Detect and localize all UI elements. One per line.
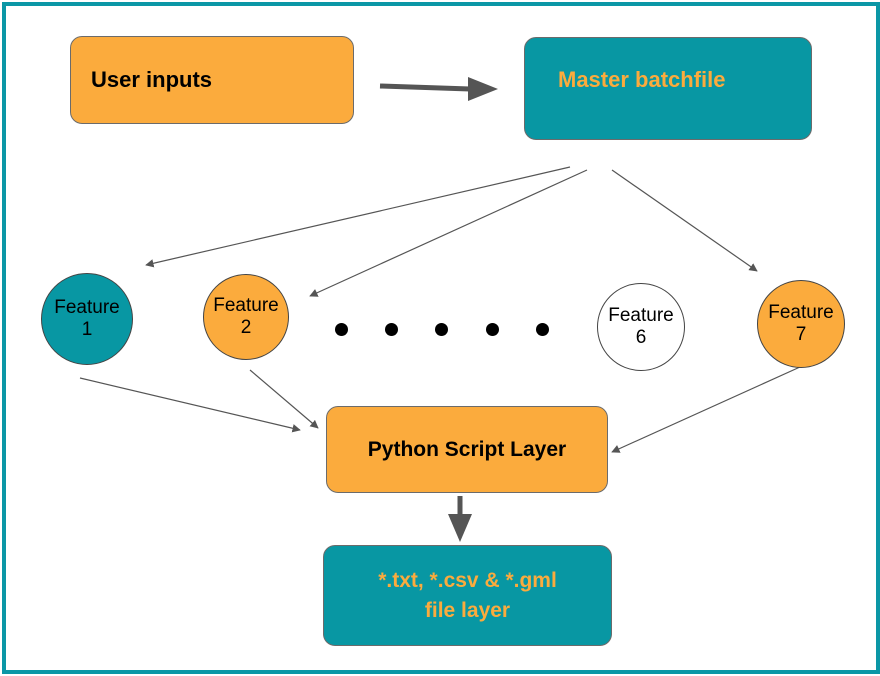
arrow-master-to-feature-2 bbox=[309, 169, 588, 297]
feature-2-number: 2 bbox=[240, 317, 252, 338]
feature-1-node: Feature 1 bbox=[41, 273, 133, 365]
feature-6-number: 6 bbox=[635, 327, 647, 348]
arrow-master-to-feature-7 bbox=[611, 169, 758, 272]
ellipsis-dot bbox=[486, 323, 499, 336]
master-batchfile-label: Master batchfile bbox=[558, 67, 726, 92]
arrow-feature-1-to-python bbox=[79, 377, 301, 433]
file-layer-box: *.txt, *.csv & *.gml file layer bbox=[323, 545, 612, 646]
ellipsis-dot bbox=[385, 323, 398, 336]
arrow-feature-7-to-python bbox=[611, 366, 801, 453]
feature-2-node: Feature 2 bbox=[203, 274, 289, 360]
ellipsis-dot bbox=[335, 323, 348, 336]
python-script-layer-label: Python Script Layer bbox=[367, 437, 567, 461]
ellipsis-dot bbox=[536, 323, 549, 336]
feature-7-word: Feature bbox=[768, 302, 834, 323]
python-script-layer-box: Python Script Layer bbox=[326, 406, 608, 493]
file-layer-label-line2: file layer bbox=[424, 598, 511, 622]
arrow-user-to-master bbox=[379, 83, 471, 92]
file-layer-label-line1: *.txt, *.csv & *.gml bbox=[378, 568, 557, 592]
feature-7-node: Feature 7 bbox=[757, 280, 845, 368]
feature-2-word: Feature bbox=[213, 295, 279, 316]
master-batchfile-box: Master batchfile bbox=[524, 37, 812, 140]
feature-1-number: 1 bbox=[81, 319, 93, 340]
arrow-feature-2-to-python bbox=[249, 369, 319, 429]
arrow-python-to-file-head bbox=[448, 514, 472, 542]
user-inputs-label: User inputs bbox=[91, 67, 213, 92]
feature-1-word: Feature bbox=[54, 297, 120, 318]
user-inputs-box: User inputs bbox=[70, 36, 354, 124]
ellipsis-dot bbox=[435, 323, 448, 336]
feature-7-number: 7 bbox=[795, 324, 807, 345]
arrow-user-to-master-head bbox=[468, 77, 498, 101]
feature-6-word: Feature bbox=[608, 305, 674, 326]
feature-6-node: Feature 6 bbox=[597, 283, 685, 371]
arrow-master-to-feature-1 bbox=[145, 166, 571, 268]
